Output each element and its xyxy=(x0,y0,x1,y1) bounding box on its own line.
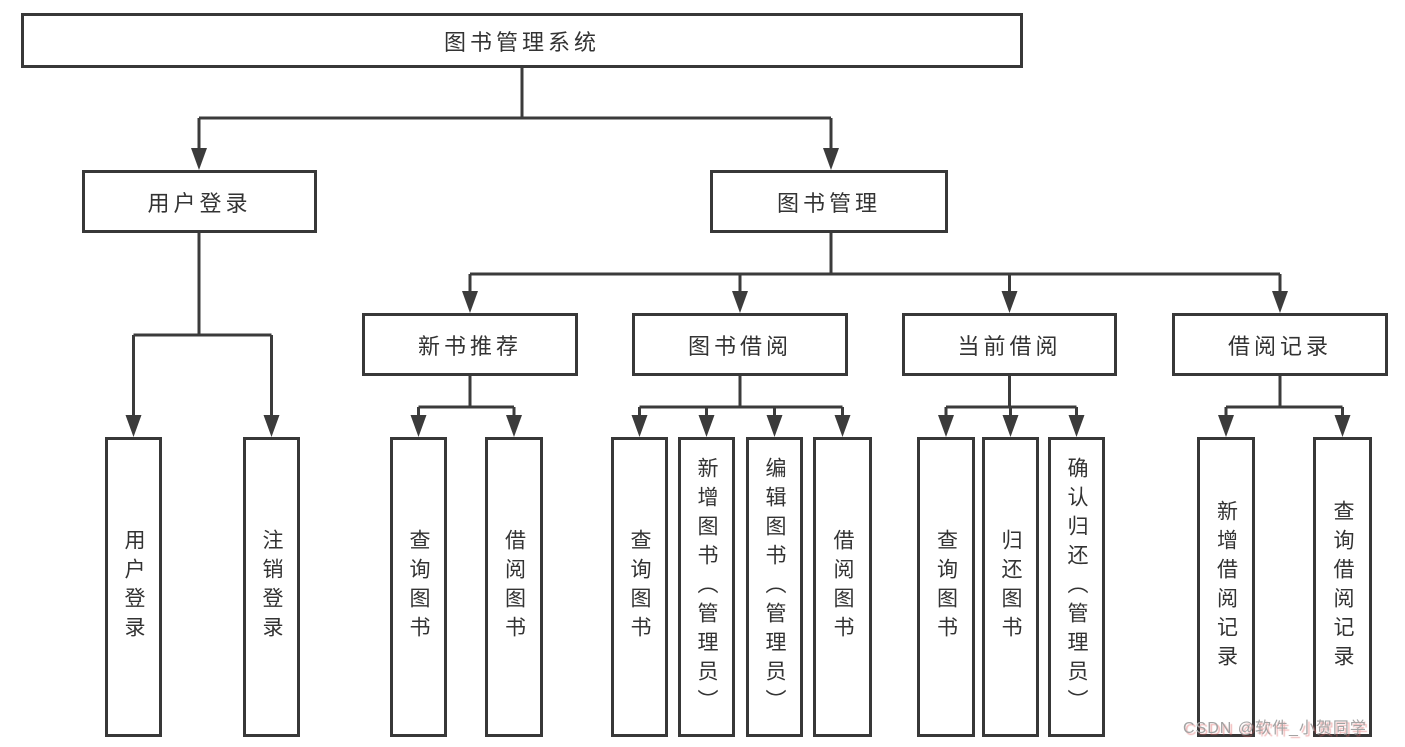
node-leaf-borrow-books-recommend: 借阅图书 xyxy=(485,437,543,737)
node-leaf-confirm-return-admin: 确认归还（管理员） xyxy=(1048,437,1105,737)
arrowheads xyxy=(125,148,1351,437)
node-book-borrowing: 图书借阅 xyxy=(632,313,848,376)
node-leaf-query-books-current: 查询图书 xyxy=(917,437,975,737)
node-new-book-recommend: 新书推荐 xyxy=(362,313,578,376)
node-current-borrowing: 当前借阅 xyxy=(902,313,1117,376)
node-leaf-logout: 注销登录 xyxy=(243,437,300,737)
node-leaf-add-book-admin: 新增图书（管理员） xyxy=(678,437,735,737)
watermark-text: CSDN @软件_小贺同学 xyxy=(1183,720,1367,737)
node-leaf-edit-book-admin: 编辑图书（管理员） xyxy=(746,437,803,737)
node-leaf-query-borrow-record: 查询借阅记录 xyxy=(1313,437,1372,737)
node-root: 图书管理系统 xyxy=(21,13,1023,68)
connector-root-to-level2 xyxy=(197,68,833,150)
node-leaf-query-books-recommend: 查询图书 xyxy=(390,437,447,737)
connector-new-book-recommend-to-children xyxy=(417,376,516,417)
node-book-management: 图书管理 xyxy=(710,170,948,233)
connector-borrowing-records-to-children xyxy=(1224,376,1344,417)
node-leaf-borrow-books-borrowing: 借阅图书 xyxy=(813,437,872,737)
connector-book-borrowing-to-children xyxy=(638,376,844,417)
node-leaf-add-borrow-record: 新增借阅记录 xyxy=(1197,437,1255,737)
node-user-login: 用户登录 xyxy=(82,170,317,233)
connector-current-borrowing-to-children xyxy=(944,376,1078,417)
connector-user-login-to-children xyxy=(132,233,273,417)
connector-book-management-to-level3 xyxy=(468,233,1282,293)
node-leaf-query-books-borrowing: 查询图书 xyxy=(611,437,668,737)
node-borrowing-records: 借阅记录 xyxy=(1172,313,1388,376)
node-leaf-return-books: 归还图书 xyxy=(982,437,1039,737)
node-leaf-user-login: 用户登录 xyxy=(105,437,162,737)
